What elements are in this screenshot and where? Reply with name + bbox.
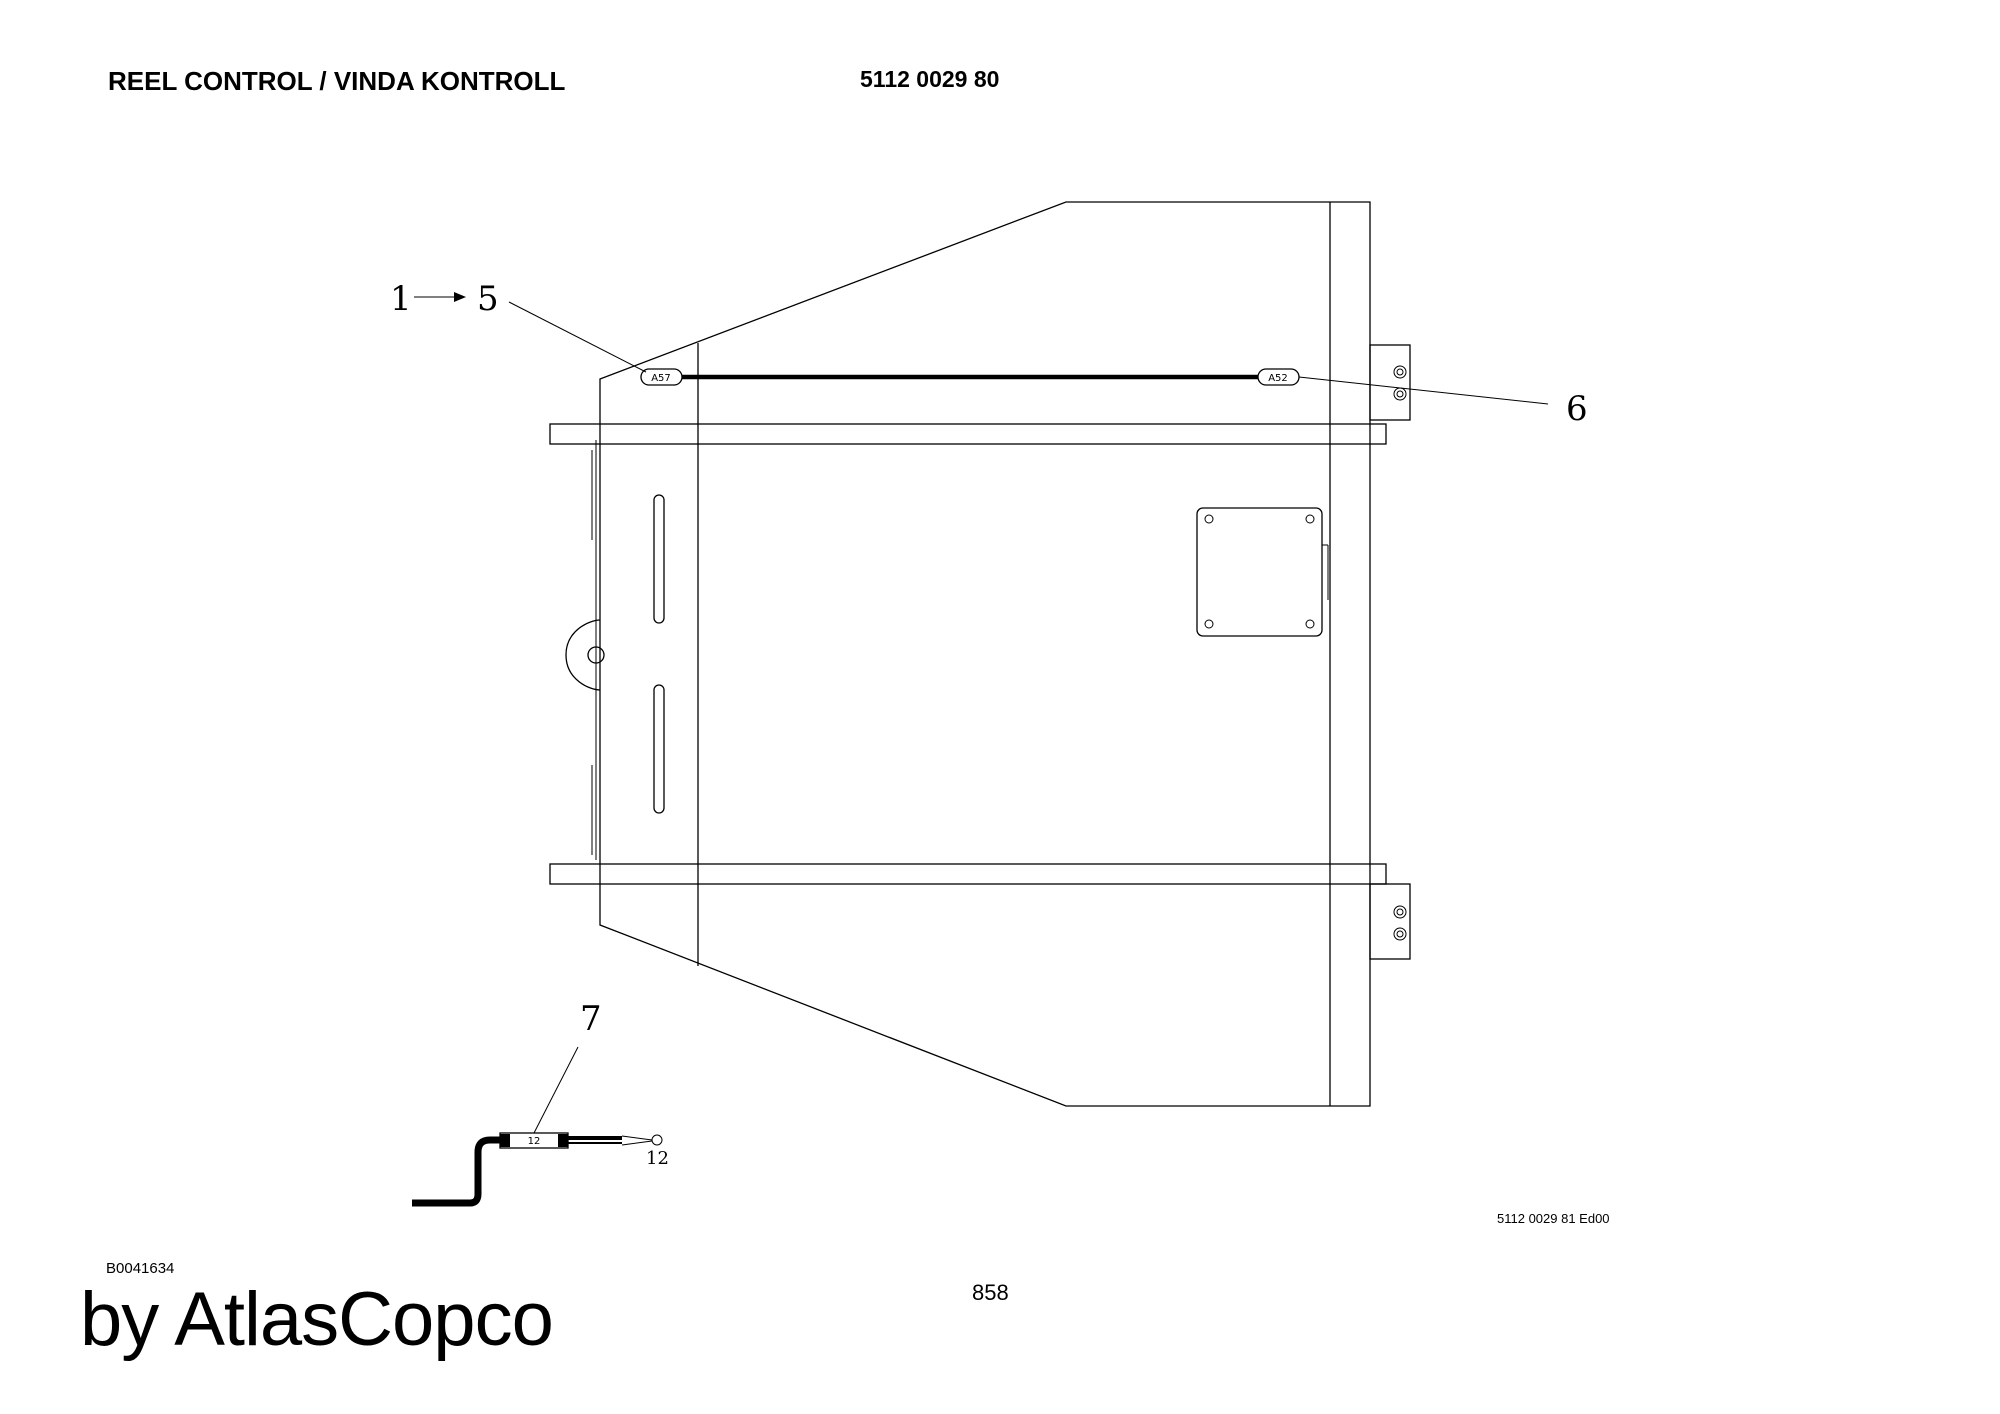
page-title: REEL CONTROL / VINDA KONTROLL — [108, 66, 566, 96]
bracket-bolt — [1393, 905, 1407, 919]
cable-sleeve-label: 12 — [528, 1136, 541, 1147]
mounting-plate — [1196, 507, 1323, 637]
plate-hole — [1305, 514, 1315, 524]
plate-hole — [1204, 514, 1214, 524]
bracket-bolt-inner — [1396, 368, 1404, 376]
side-lug — [565, 619, 601, 691]
cable-detail — [412, 1136, 500, 1207]
leader-6 — [1298, 376, 1549, 405]
sleeve-end-right — [558, 1134, 568, 1147]
plate-hole — [1305, 619, 1315, 629]
image-code: B0041634 — [106, 1260, 175, 1277]
callout-7: 7 — [580, 999, 602, 1039]
upper-slot — [653, 494, 665, 624]
bracket-bolt — [1393, 927, 1407, 941]
part-number: 5112 0029 80 — [860, 66, 1000, 92]
bracket-bolt-inner — [1396, 908, 1404, 916]
bracket-bolt — [1393, 387, 1407, 401]
leader-5 — [508, 301, 647, 373]
page-number: 858 — [972, 1280, 1009, 1305]
connector-a57-label: A57 — [651, 373, 671, 384]
cable-end-label: 12 — [646, 1148, 669, 1169]
leader-7 — [533, 1046, 579, 1134]
bottom-cross-bar — [549, 863, 1387, 885]
top-right-bracket — [1369, 344, 1411, 421]
lug-hole — [587, 646, 605, 664]
connector-a57 — [640, 368, 683, 386]
housing-outline — [599, 201, 1371, 1107]
connector-a52-label: A52 — [1268, 373, 1288, 384]
callout-1: 1 — [390, 279, 412, 319]
callout-5: 5 — [477, 279, 499, 319]
cable-taper — [621, 1135, 653, 1141]
bracket-bolt — [1393, 365, 1407, 379]
bottom-right-bracket — [1369, 883, 1411, 960]
cable-end-ring — [651, 1134, 663, 1146]
bracket-bolt-inner — [1396, 930, 1404, 938]
callout-6: 6 — [1566, 389, 1588, 429]
plate-hole — [1204, 619, 1214, 629]
sleeve-end-left — [500, 1134, 510, 1147]
top-cross-bar — [549, 423, 1387, 445]
cable-taper — [621, 1140, 653, 1146]
brand-text: by AtlasCopco — [80, 1277, 554, 1362]
lower-slot — [653, 684, 665, 814]
drawing-reference: 5112 0029 81 Ed00 — [1497, 1211, 1610, 1226]
callout-arrow-head — [454, 292, 466, 302]
bracket-bolt-inner — [1396, 390, 1404, 398]
